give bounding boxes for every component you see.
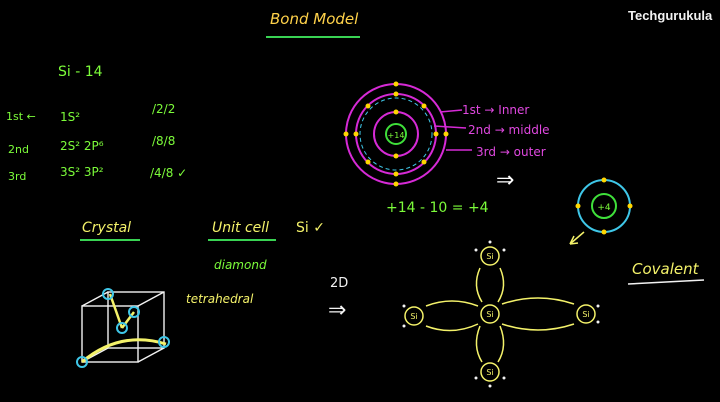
si-label-left: Si xyxy=(410,312,417,321)
implies-arrow-lower: ⇒ xyxy=(328,298,347,323)
nucleus-label: +14 xyxy=(388,131,405,140)
shell-count-3: /4/8 ✓ xyxy=(150,166,188,180)
orbit-label-outer: 3rd → outer xyxy=(476,145,546,159)
covalent-label: Covalent xyxy=(632,260,699,278)
tetrahedral-label: tetrahedral xyxy=(186,292,254,306)
title-underline xyxy=(266,36,360,38)
bohr-atom-diagram: +14 xyxy=(343,81,472,187)
crystal-label: Crystal xyxy=(82,220,132,236)
shell-count-1: /2/2 xyxy=(152,102,176,116)
si-atom-left xyxy=(404,306,424,326)
crystal-unit-cell-sketch xyxy=(76,288,170,368)
covalent-underline xyxy=(627,279,705,285)
two-d-label: 2D xyxy=(330,276,349,291)
si-atom-right xyxy=(576,304,596,324)
si-label-right: Si xyxy=(582,310,589,319)
shell-config-3: 3S² 3P² xyxy=(60,165,104,179)
page-title: Bond Model xyxy=(270,10,359,28)
diamond-label: diamond xyxy=(214,258,267,272)
si-label-top: Si xyxy=(486,252,493,261)
shell-count-2: /8/8 xyxy=(152,134,176,148)
shell-ord-2: 2nd xyxy=(8,143,29,156)
silicon-header: Si - 14 xyxy=(58,64,103,80)
orbit-label-middle: 2nd → middle xyxy=(468,123,550,137)
valence-equation: +14 - 10 = +4 xyxy=(386,200,489,216)
unit-cell-label: Unit cell xyxy=(212,220,270,236)
middle-orbit-dashed xyxy=(359,97,433,171)
shell-ord-1: 1st ← xyxy=(6,110,36,123)
small-atom-diagram: +4 xyxy=(569,177,633,245)
lattice-electron-dots xyxy=(402,240,600,388)
brand-watermark: Techgurukula xyxy=(628,8,713,23)
si-atom-center xyxy=(480,304,500,324)
si-label-center: Si xyxy=(486,310,493,319)
small-atom-arrow xyxy=(569,231,585,245)
si-check-label: Si ✓ xyxy=(296,220,325,236)
orbit-label-inner: 1st → Inner xyxy=(462,103,530,117)
shell-ord-3: 3rd xyxy=(8,170,27,183)
nucleus xyxy=(385,123,407,145)
small-atom-label: +4 xyxy=(597,203,611,213)
si-atom-bottom xyxy=(480,362,500,382)
shell-config-1: 1S² xyxy=(60,110,81,124)
implies-arrow-upper: ⇒ xyxy=(496,168,515,193)
covalent-lattice-sketch xyxy=(404,246,596,382)
si-label-bottom: Si xyxy=(486,368,493,377)
shell-config-2: 2S² 2P⁶ xyxy=(60,139,104,153)
si-atom-top xyxy=(480,246,500,266)
electrons xyxy=(343,81,449,187)
